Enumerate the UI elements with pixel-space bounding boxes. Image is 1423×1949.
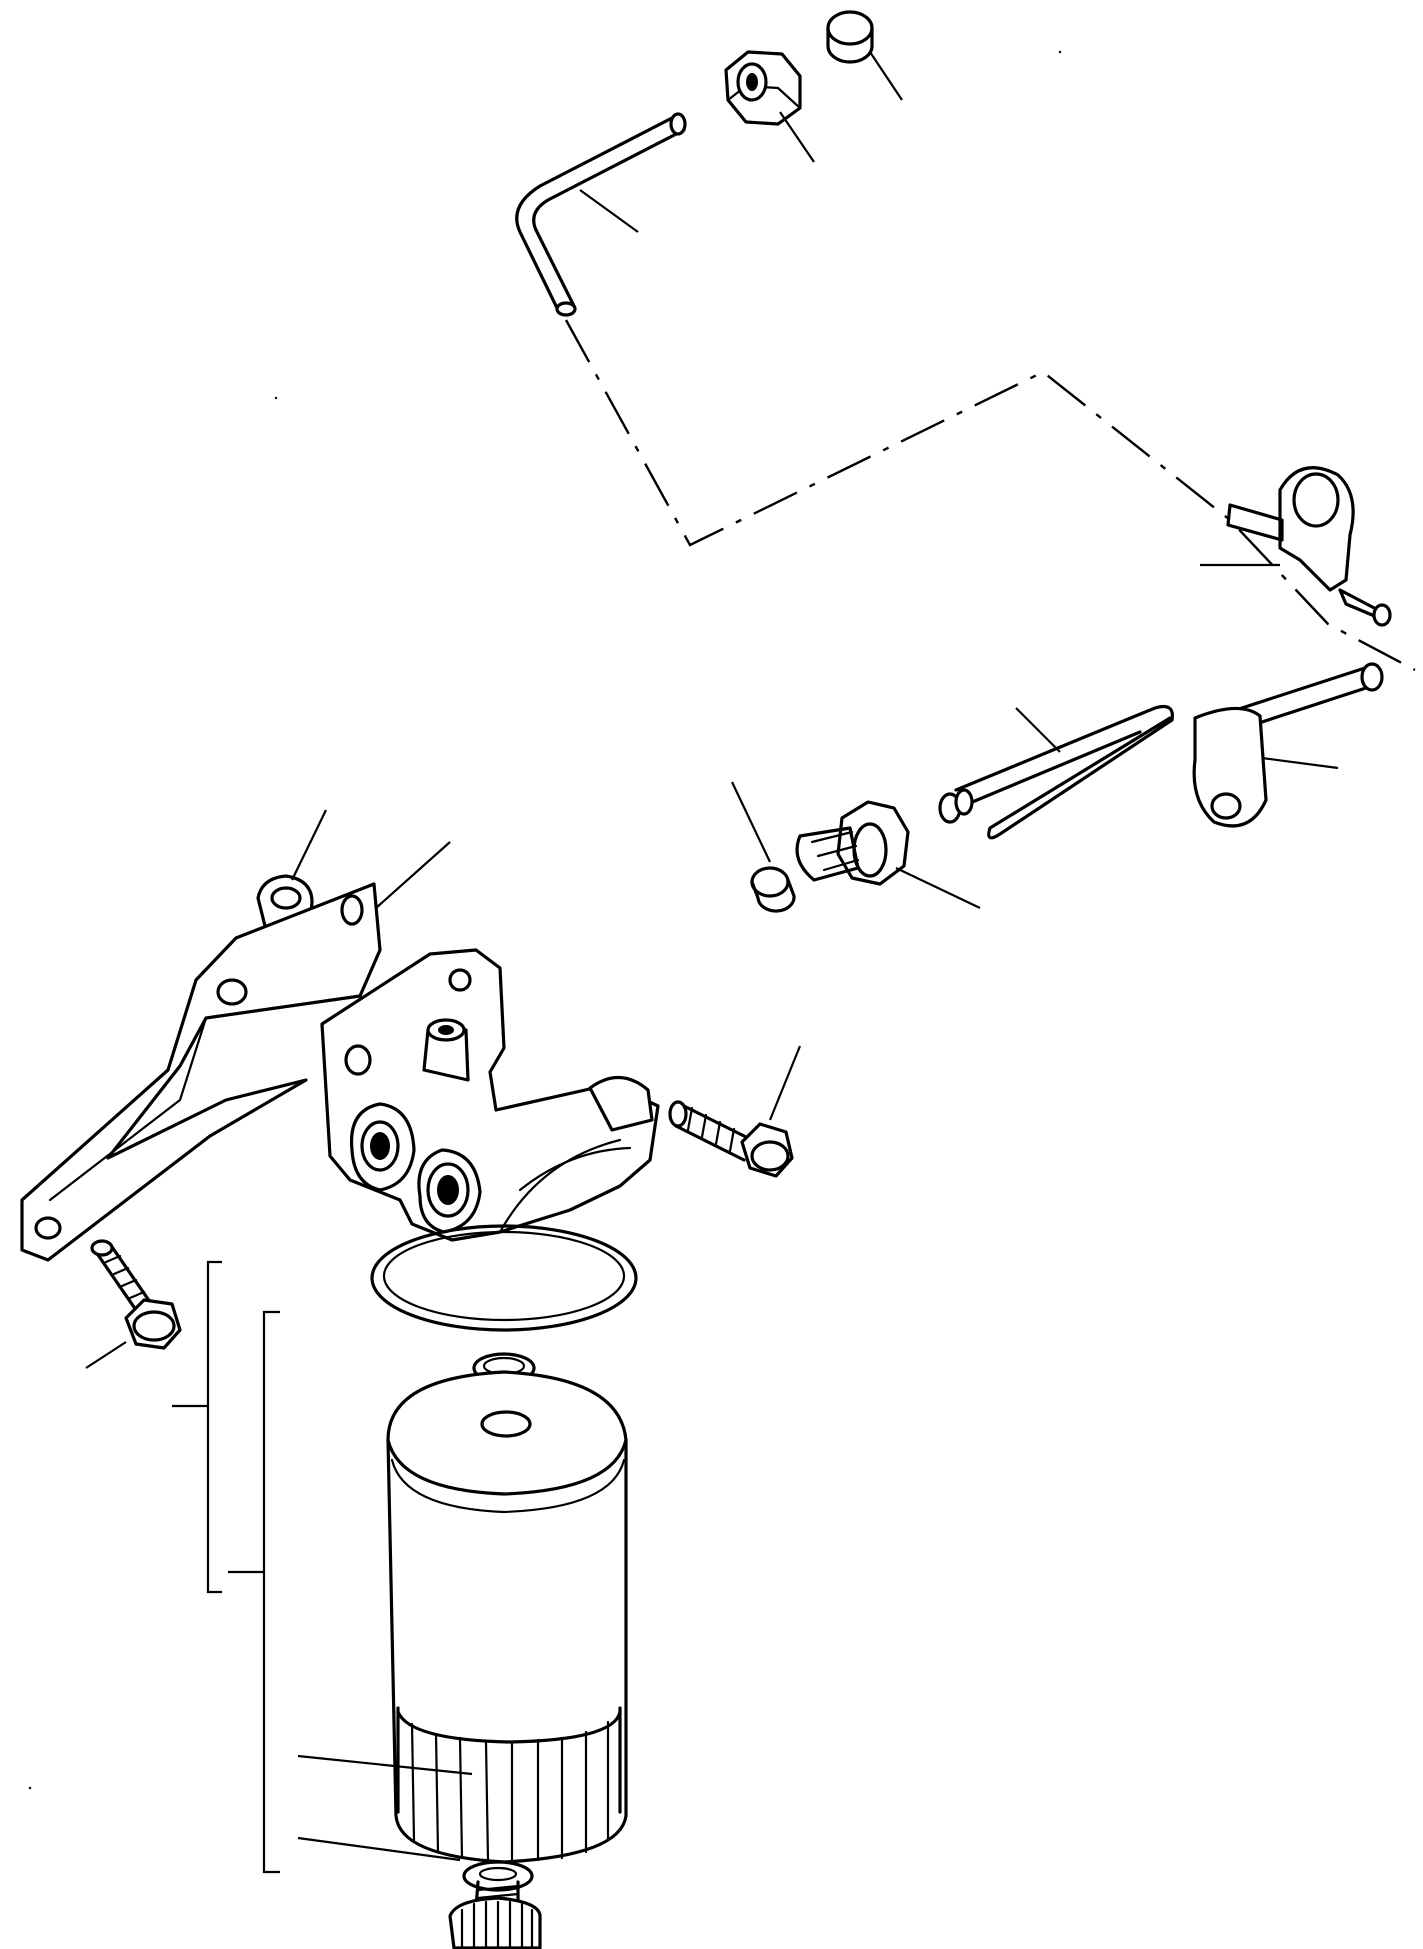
sleeve [826,10,874,64]
hollow-bolt [938,704,1174,840]
banjo-fitting [795,800,910,886]
flange-bolt-left [90,1239,182,1350]
adapter-fitting [1192,662,1384,828]
filter-cartridge [386,1370,628,1864]
filter-head [320,948,660,1242]
assembly-path-line [564,319,1416,672]
collar [750,866,796,913]
o-ring [370,1224,638,1332]
bent-tube [515,112,687,317]
drain-seal [462,1860,534,1892]
mounting-bracket [20,882,382,1262]
pipe-bracket [1226,466,1392,627]
hex-nut [724,50,802,126]
stray-marks [28,50,1062,1790]
assembly-brackets [172,1260,280,1874]
flange-bolt-right [668,1100,794,1178]
drain-plug [448,1880,542,1949]
leader-lines [85,51,1339,1862]
